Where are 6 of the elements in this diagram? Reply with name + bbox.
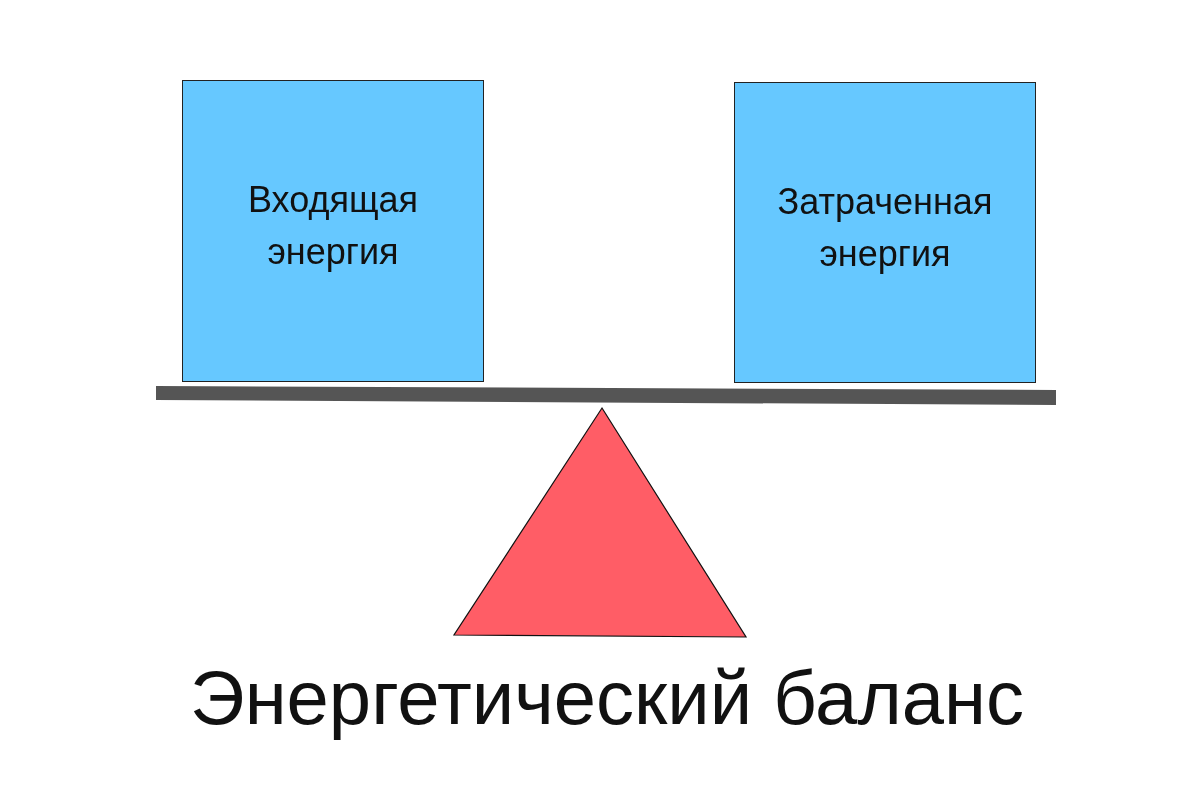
weight-box: [734, 82, 1036, 383]
weight-box: [182, 80, 484, 382]
box-label: Затраченная энергия: [776, 179, 994, 276]
balance-beam: [156, 386, 1056, 405]
fulcrum-triangle: [452, 406, 748, 638]
box-label: Входящая энергия: [246, 178, 420, 274]
